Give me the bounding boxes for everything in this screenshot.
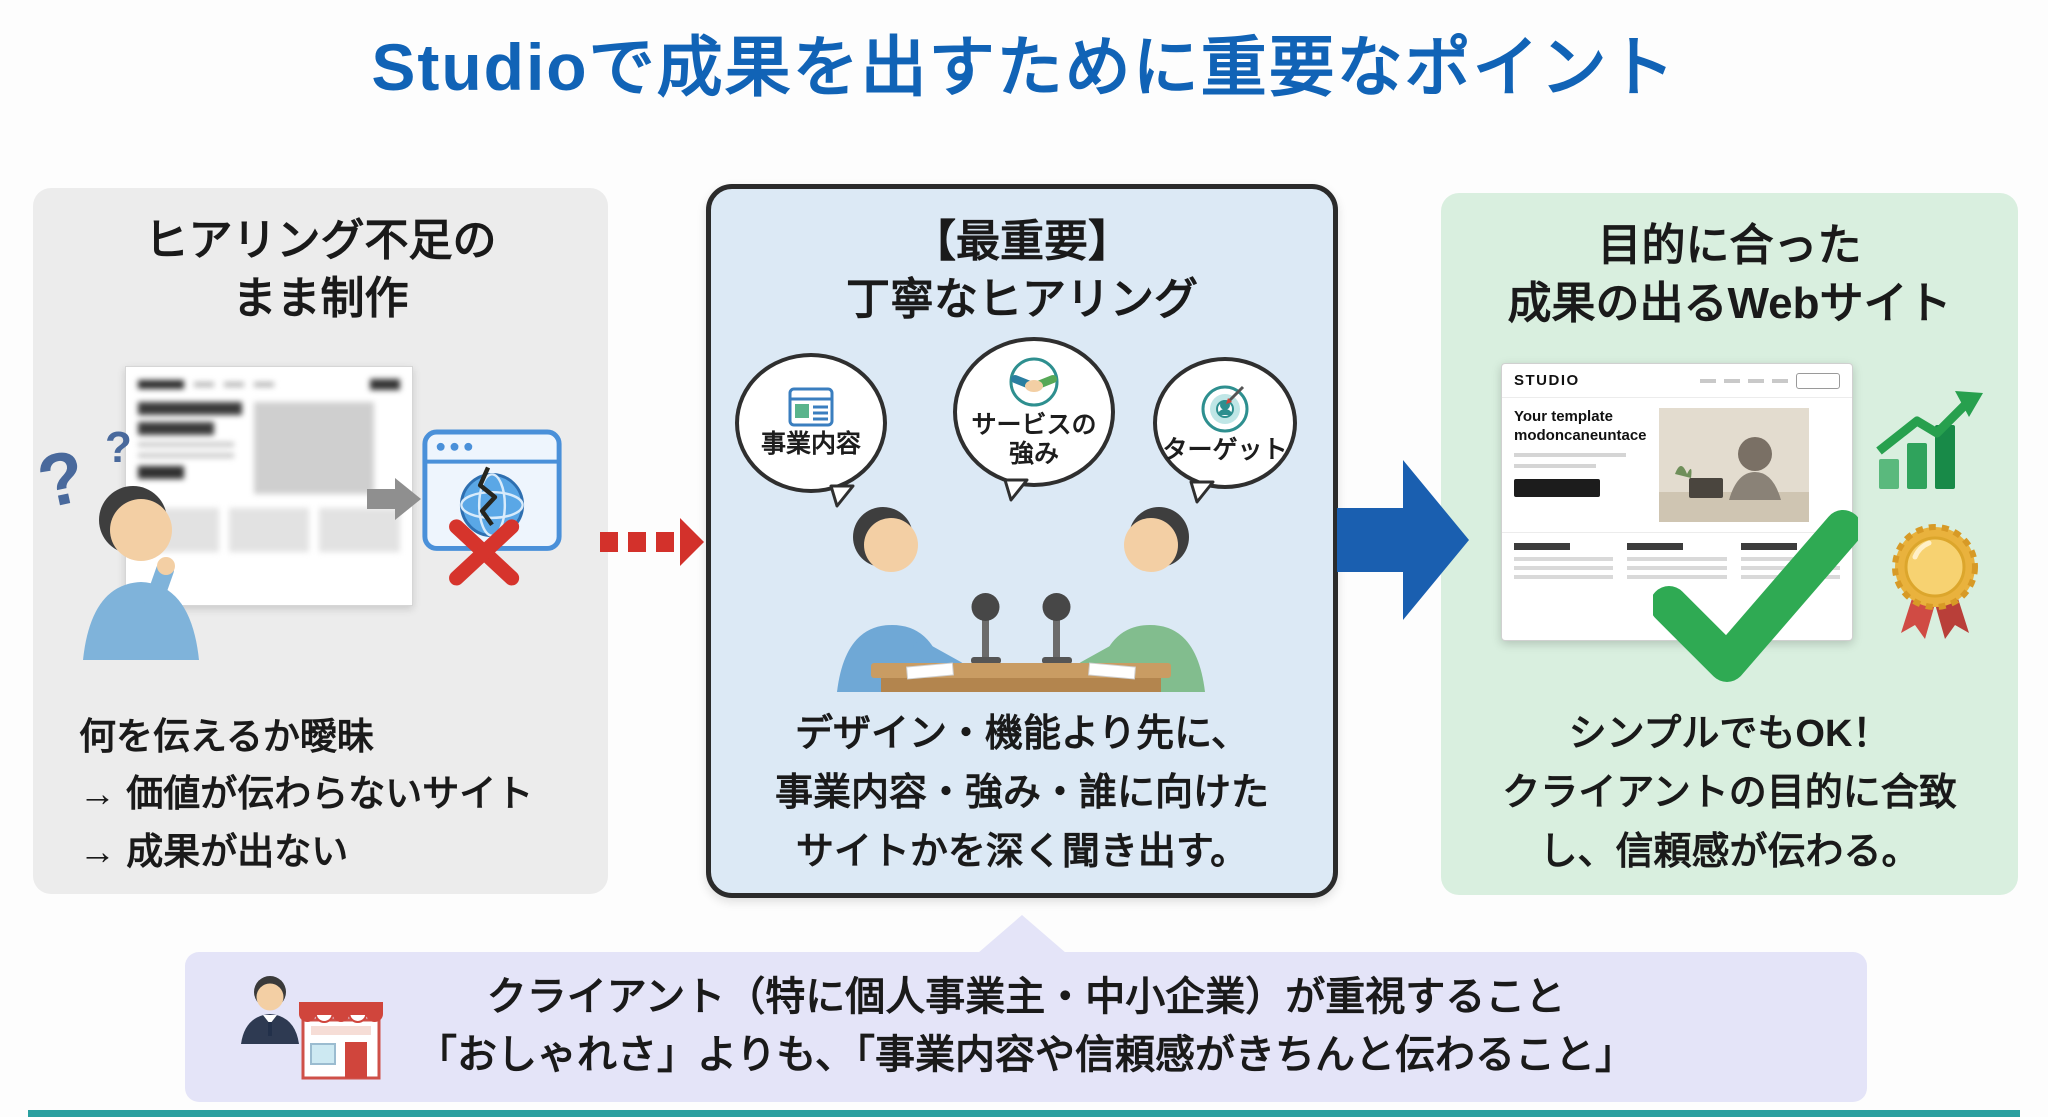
question-mark-large: ? — [33, 434, 92, 525]
panel-problem-body: 何を伝えるか曖昧 → 価値が伝わらないサイト → 成果が出ない — [79, 716, 534, 872]
browser-document-icon — [788, 387, 834, 427]
client-note-line2: 「おしゃれさ」よりも、「事業内容や信頼感がきちんと伝わること」 — [417, 1033, 1635, 1077]
bubble-tail — [1189, 480, 1215, 504]
interview-scene-illustration — [837, 507, 1205, 692]
website-mock-hero: Your template modoncaneuntace — [1502, 398, 1852, 532]
panel-key-point: 【最重要】 丁寧なヒアリング 事業内容 サービスの 強み — [706, 184, 1338, 898]
page-title: Studioで成果を出すために重要なポイント — [371, 30, 1677, 104]
panel-result-body: シンプルでもOK！ クライアントの目的に合致 し、信頼感が伝わる。 — [1502, 713, 1957, 873]
bubble-target-label: ターゲット — [1162, 436, 1288, 465]
bubble-tail — [829, 484, 855, 508]
bubble-service-strength: サービスの 強み — [953, 337, 1115, 502]
panel-problem: ヒアリング不足の まま制作 ? ? — [33, 188, 608, 894]
bubble-target: ターゲット — [1153, 357, 1297, 504]
growth-chart-icon — [1876, 391, 1983, 489]
website-mock-photo — [1658, 408, 1809, 522]
client-note-line1: クライアント（特に個人事業主・中小企業）が重視すること — [486, 975, 1566, 1019]
panel-problem-title: ヒアリング不足の まま制作 — [144, 216, 497, 324]
target-icon — [1201, 385, 1249, 433]
green-check-icon — [1653, 510, 1858, 682]
bubble-tail — [1003, 478, 1029, 502]
panel-result: 目的に合った 成果の出るWebサイト STUDIO Your template … — [1441, 193, 2018, 895]
red-cross-icon — [449, 519, 520, 586]
handshake-icon — [1009, 357, 1059, 407]
gray-arrow-icon — [367, 478, 421, 520]
client-note-text: クライアント（特に個人事業主・中小企業）が重視すること 「おしゃれさ」よりも、「… — [185, 968, 1867, 1084]
website-mock-cta-button — [1514, 478, 1600, 497]
website-mock-headline: Your template modoncaneuntace — [1514, 408, 1647, 444]
medal-icon — [1892, 524, 1978, 639]
solid-blue-arrow-icon — [1337, 460, 1469, 620]
panel-result-title: 目的に合った 成果の出るWebサイト — [1507, 221, 1952, 329]
website-mock-nav — [1700, 372, 1840, 389]
bottom-divider — [28, 1110, 2020, 1117]
website-mock-login-button — [1796, 372, 1840, 389]
bubble-business-content: 事業内容 — [735, 353, 887, 508]
banner-pointer-triangle — [978, 915, 1066, 953]
storefront-icon — [299, 1002, 383, 1080]
panel-key-point-title: 【最重要】 丁寧なヒアリング — [846, 217, 1198, 325]
business-person-icon — [241, 976, 299, 1044]
website-mock-logo: STUDIO — [1514, 372, 1580, 389]
confused-person-icon: ? ? — [33, 423, 199, 660]
bubble-service-strength-label: サービスの 強み — [971, 410, 1097, 468]
client-note-banner: クライアント（特に個人事業主・中小企業）が重視すること 「おしゃれさ」よりも、「… — [185, 952, 1867, 1102]
panel-key-point-body: デザイン・機能より先に、 事業内容・強み・誰に向けた サイトかを深く聞き出す。 — [774, 713, 1269, 873]
bubble-business-content-label: 事業内容 — [760, 430, 861, 459]
website-mock-sections — [1502, 532, 1852, 594]
dashed-red-arrow-icon — [600, 518, 704, 566]
question-mark-small: ? — [105, 423, 132, 472]
broken-website-icon — [422, 429, 562, 586]
website-mock-header: STUDIO — [1502, 364, 1852, 398]
blurred-website-content — [126, 367, 412, 605]
